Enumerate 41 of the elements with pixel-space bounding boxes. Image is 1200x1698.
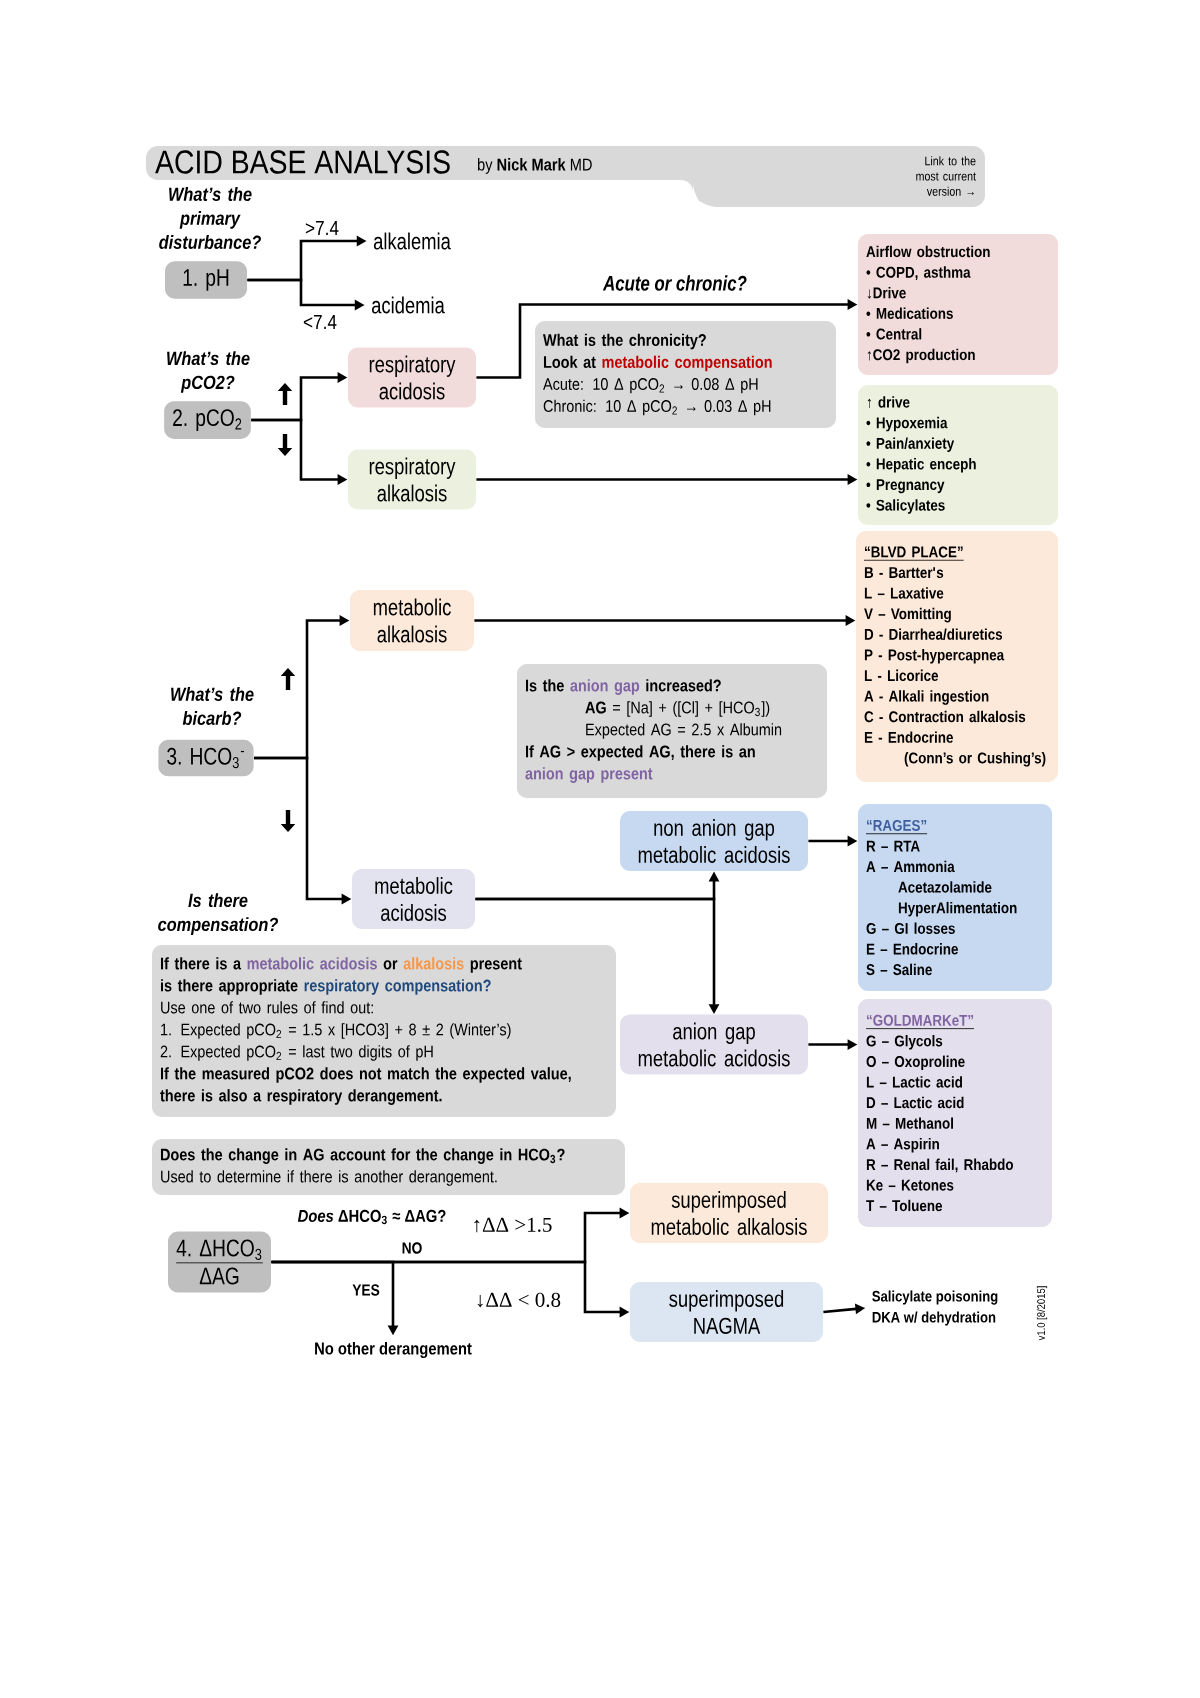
step-box: 3. HCO$_{3}$- [158,739,254,777]
title: ACID BASE ANALYSIS [155,150,450,174]
cause-list-box: Airflow obstruction • COPD, asthma ↓Drive • Medications • Central ↑CO2 production [858,234,1058,375]
edge-label: >7.4 [303,219,341,237]
info-box: Is the anion gap increased? AG = [Na] + ([Cl] + [HCO$_{3}$]) Expected AG = 2.5 x Albumin If AG > expected AG, there is an anion gap present [517,664,827,798]
outcome-text: acidemia [371,296,445,314]
step-box: 4. ΔHCO$_{3}$ ΔAG [168,1231,271,1293]
diagnosis-box: metabolic alkalosis [350,590,474,651]
question-text: What’s the pCO2? [167,351,250,393]
diagnosis-box: metabolic acidosis [352,869,475,929]
link-note: Link to the most current version → [916,156,976,196]
outcome-text: alkalemia [373,232,451,250]
diagnosis-box: respiratory acidosis [348,347,476,408]
question-text: What’s the primary disturbance? [159,187,261,249]
mnemonic-box: “RAGES” R – RTA A – Ammonia Acetazolamide HyperAlimentation G – GI losses E – Endocrine S – Saline [858,804,1052,991]
diagnosis-box: superimposed NAGMA [630,1282,823,1342]
cause-list-box: ↑ drive • Hypoxemia • Pain/anxiety • Hepatic enceph • Pregnancy • Salicylates [858,385,1058,525]
info-box: What is the chronicity? Look at metabolic compensation Acute: 10 Δ pCO$_{2}$ → 0.08 Δ pH Chronic: 10 Δ pCO$_{2}$ → 0.03 Δ pH [535,321,836,428]
edge-label: YES [350,1282,382,1298]
diagnosis-box: superimposed metabolic alkalosis [630,1183,828,1243]
branch-label: NO [402,1242,422,1254]
info-box: Does the change in AG account for the change in HCO$_{3}$? Used to determine if there is another derangement. [152,1139,625,1195]
diagnosis-box: non anion gap metabolic acidosis [620,811,808,871]
version-note: v1.0 [8/2015] [1036,1286,1048,1341]
step-box: 2. pCO$_{2}$ [164,401,251,439]
outcome-text: No other derangement [315,1341,472,1359]
mnemonic-box: “BLVD PLACE” B - Bartter's L – Laxative V – Vomitting D - Diarrhea/diuretics P - Post-hypercapnea L - Licorice A - Alkali ingestion C - Contraction alkalosis E - Endocrine (Conn’s or Cushing’s) [856,531,1058,782]
edge-label: Acute or chronic? [601,273,749,293]
question-text: What’s the bicarb? [171,687,254,725]
mnemonic-box: “GOLDMARKeT” G – Glycols O – Oxoproline L – Lactic acid D – Lactic acid M – Methanol A – Aspirin R – Renal fail, Rhabdo Ke – Ketones T – Toluene [858,999,1052,1227]
info-box: If there is a metabolic acidosis or alkalosis present is there appropriate respiratory compensation? Use one of two rules of find out: 1. Expected pCO$_{2}$ = 1.5 x [HCO3] + 8 ± 2 (Winter’s) 2. Expected pCO$_{2}$ = last two digits of pH If the measured pCO2 does not match the expected value, there is also a respiratory derangement. [152,945,616,1117]
question-text: Does ΔHCO$_{3}$ ≈ ΔAG? [297,1209,446,1225]
byline: by Nick Mark MD [478,158,592,174]
diagnosis-box: respiratory alkalosis [348,449,476,510]
edge-label: ↓ΔΔ < 0.8 [472,1290,564,1310]
edge-label: <7.4 [301,313,339,331]
question-text: Is there compensation? [158,893,279,935]
edge-label: ↑ΔΔ >1.5 [469,1215,555,1235]
diagnosis-box: anion gap metabolic acidosis [620,1014,808,1075]
outcome-text: Salicylate poisoning DKA w/ dehydration [872,1290,998,1326]
step-box: 1. pH [165,261,247,299]
